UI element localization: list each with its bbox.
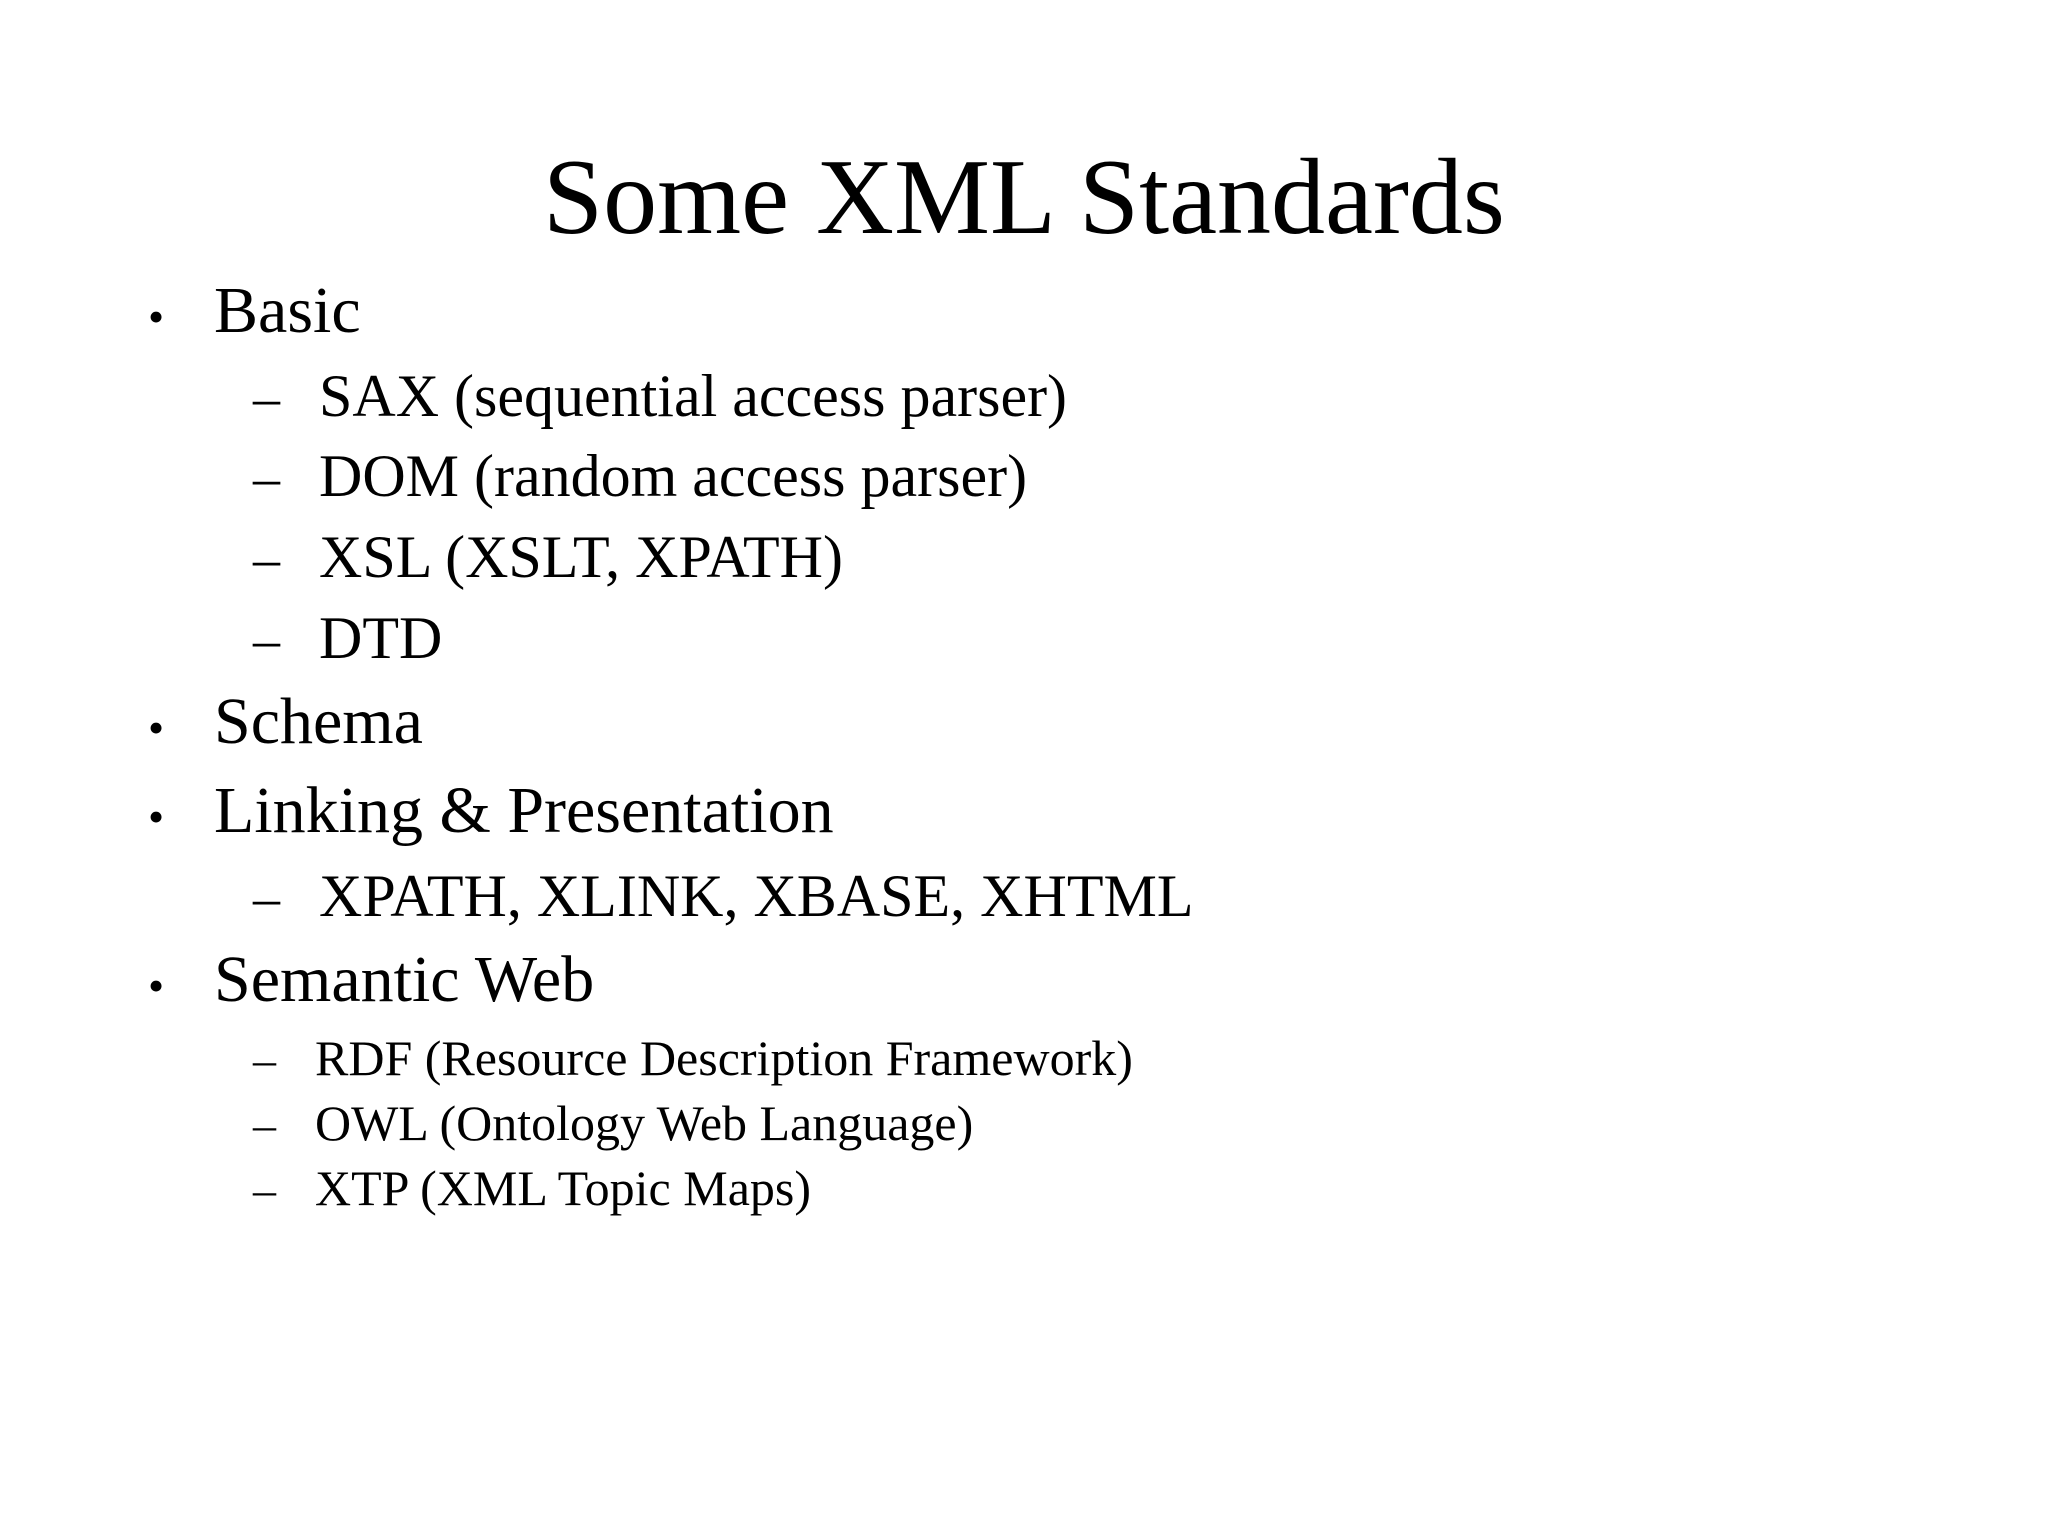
bullet-dash-icon: – <box>253 609 280 670</box>
bullet-dash-icon: – <box>253 367 280 428</box>
bullet-text: Semantic Web <box>214 943 595 1017</box>
bullet-item-xpath-xlink-xbase-xhtml: – XPATH, XLINK, XBASE, XHTML <box>0 857 2048 936</box>
bullet-dash-icon: – <box>253 1164 276 1216</box>
bullet-text: XSL (XSLT, XPATH) <box>319 523 843 590</box>
bullet-text: Basic <box>214 274 361 347</box>
bullet-dot-icon: • <box>148 291 165 342</box>
bullet-item-schema: • Schema <box>0 679 2048 765</box>
bullet-item-owl: – OWL (Ontology Web Language) <box>0 1091 2048 1156</box>
slide-title: Some XML Standards <box>543 138 1505 258</box>
bullet-text: DOM (random access parser) <box>319 443 1028 510</box>
bullet-item-linking-presentation: • Linking & Presentation <box>0 768 2048 854</box>
bullet-item-dtd: – DTD <box>0 599 2048 678</box>
bullet-text: SAX (sequential access parser) <box>319 362 1068 429</box>
bullet-text: Schema <box>214 685 423 759</box>
bullet-item-dom: – DOM (random access parser) <box>0 437 2048 516</box>
bullet-text: DTD <box>319 604 443 671</box>
bullet-dash-icon: – <box>253 448 280 509</box>
bullet-item-sax: – SAX (sequential access parser) <box>0 357 2048 436</box>
bullet-dot-icon: • <box>148 960 165 1012</box>
bullet-text: OWL (Ontology Web Language) <box>315 1095 974 1152</box>
bullet-text: XTP (XML Topic Maps) <box>315 1160 811 1217</box>
bullet-item-xtp: – XTP (XML Topic Maps) <box>0 1156 2048 1221</box>
bullet-dot-icon: • <box>148 702 165 754</box>
slide-body-bullet-list: • Basic – SAX (sequential access parser)… <box>0 268 2048 1221</box>
bullet-item-rdf: – RDF (Resource Description Framework) <box>0 1026 2048 1091</box>
bullet-dash-icon: – <box>253 867 280 928</box>
bullet-item-basic: • Basic <box>0 268 2048 354</box>
bullet-text: Linking & Presentation <box>214 773 834 847</box>
bullet-dot-icon: • <box>148 790 165 842</box>
bullet-text: XPATH, XLINK, XBASE, XHTML <box>319 862 1194 929</box>
bullet-text: RDF (Resource Description Framework) <box>315 1030 1133 1087</box>
bullet-dash-icon: – <box>253 1099 276 1151</box>
bullet-item-xsl: – XSL (XSLT, XPATH) <box>0 518 2048 597</box>
bullet-dash-icon: – <box>253 528 280 589</box>
bullet-item-semantic-web: • Semantic Web <box>0 937 2048 1023</box>
bullet-dash-icon: – <box>253 1034 276 1086</box>
